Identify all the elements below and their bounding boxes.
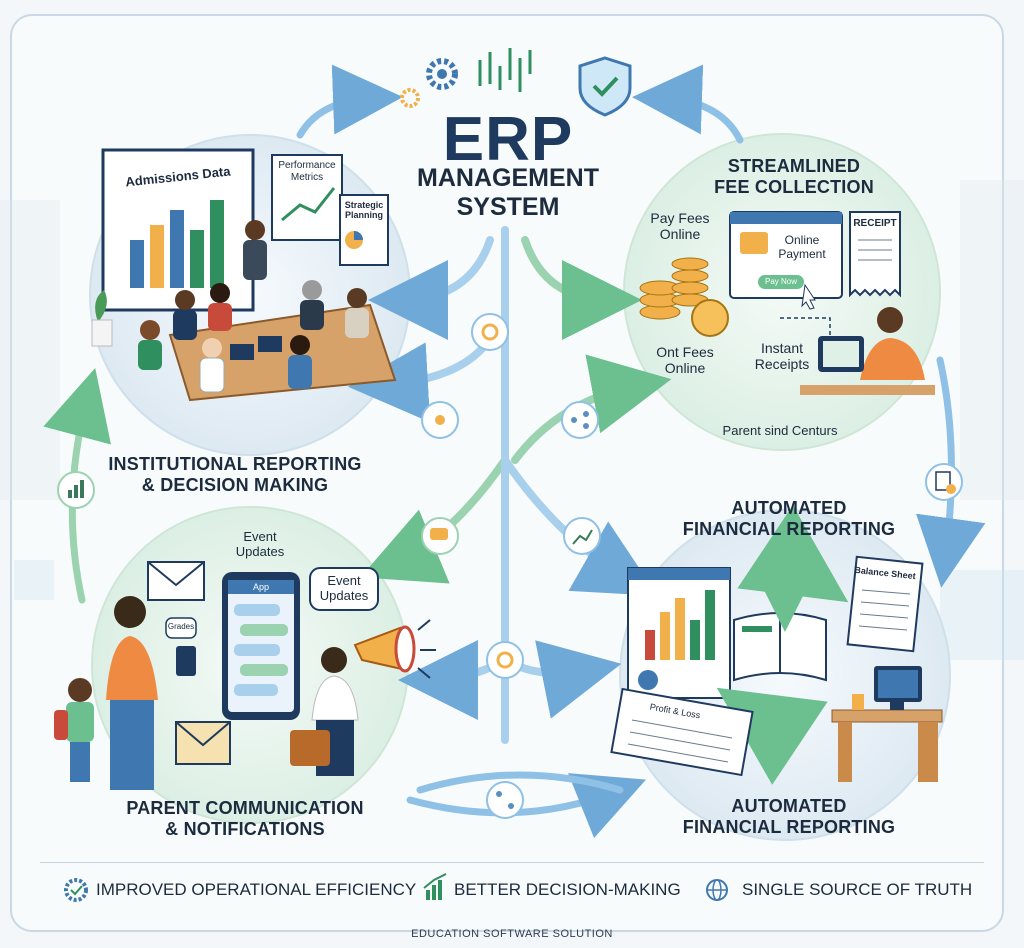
benefit-decision-making: BETTER DECISION-MAKING [454, 880, 681, 900]
erp-title: ERP [442, 105, 574, 174]
parent-centurs-label: Parent sind Centurs [722, 423, 838, 438]
flow-node-gear-bottom [486, 641, 524, 679]
fees-title: STREAMLINED FEE COLLECTION [694, 156, 894, 197]
financial-title-bottom: AUTOMATED FINANCIAL REPORTING [664, 796, 914, 837]
flow-node-receipt-right [925, 463, 963, 501]
financial-bottom-line2: FINANCIAL REPORTING [682, 816, 896, 837]
flow-node-chat [421, 517, 459, 555]
flow-node-barchart-left [57, 471, 95, 509]
ont-fees-line2: Online [664, 360, 706, 377]
instant-receipts-line2: Receipts [754, 356, 810, 373]
shield-check-icon [578, 56, 632, 117]
event-updates-bubble-label: Event Updates [312, 573, 376, 604]
reporting-scene [91, 148, 397, 402]
financial-bottom-line1: AUTOMATED [731, 796, 847, 816]
ont-fees-line1: Ont Fees [656, 344, 714, 360]
fees-title-line2: FEE COLLECTION [714, 176, 874, 197]
event-bubble-line2: Updates [319, 587, 369, 603]
benefit-single-source: SINGLE SOURCE OF TRUTH [742, 880, 972, 900]
benefit-efficiency-label: IMPROVED OPERATIONAL EFFICIENCY [96, 880, 417, 899]
background-office [0, 180, 1024, 660]
app-label: App [252, 582, 269, 592]
flow-node-hierarchy [486, 781, 524, 819]
strategic-label-line1: Strategic [344, 200, 384, 210]
communication-title-line1: PARENT COMMUNICATION [126, 798, 364, 818]
benefit-single-source-label: SINGLE SOURCE OF TRUTH [742, 880, 973, 899]
event-updates-top-label: Event Updates [224, 529, 296, 560]
reporting-title: INSTITUTIONAL REPORTING & DECISION MAKIN… [90, 454, 380, 495]
erp-subtitle: MANAGEMENT SYSTEM [388, 164, 628, 222]
online-payment-line1: Online [784, 233, 820, 247]
financial-scene [610, 505, 943, 785]
globe-icon [706, 879, 728, 901]
communication-title-line2: & NOTIFICATIONS [165, 818, 325, 839]
benefit-efficiency: IMPROVED OPERATIONAL EFFICIENCY [96, 880, 416, 900]
gear-check-icon [64, 878, 88, 902]
pay-fees-line1: Pay Fees [650, 210, 710, 226]
online-payment-label: Online Payment [770, 233, 834, 262]
gear-icon [426, 58, 458, 90]
benefits-bar [40, 862, 984, 919]
fees-scene [639, 211, 935, 395]
pay-now-label[interactable]: Pay Now [764, 277, 797, 286]
grades-label: Grades [167, 622, 195, 631]
financial-title-top: AUTOMATED FINANCIAL REPORTING [664, 498, 914, 539]
flow-node-network [421, 401, 459, 439]
communication-title: PARENT COMMUNICATION & NOTIFICATIONS [100, 798, 390, 839]
financial-top-line2: FINANCIAL REPORTING [682, 518, 896, 539]
candlestick-chart-icon [478, 48, 532, 92]
fees-title-line1: STREAMLINED [727, 156, 861, 176]
ont-fees-online-label: Ont Fees Online [640, 344, 730, 376]
erp-subtitle-line2: SYSTEM [456, 192, 560, 221]
performance-metrics-label: Performance Metrics [272, 160, 342, 183]
bar-chart-icon [423, 873, 447, 900]
event-top-line2: Updates [235, 543, 285, 559]
instant-receipts-label: Instant Receipts [742, 340, 822, 372]
flow-node-chart [563, 517, 601, 555]
admissions-bar [130, 240, 144, 288]
receipt-label: RECEIPT [853, 218, 897, 229]
strategic-label-line2: Planning [345, 210, 383, 221]
pay-fees-line2: Online [659, 226, 701, 243]
pay-now-button [758, 275, 804, 289]
performance-label-line2: Metrics [290, 171, 324, 183]
event-top-line1: Event [243, 529, 277, 544]
performance-label-line1: Performance [278, 160, 336, 171]
strategic-planning-label: Strategic Planning [340, 200, 388, 221]
gear-small-icon [400, 88, 420, 108]
benefit-decision-label: BETTER DECISION-MAKING [454, 880, 681, 899]
flow-node-gear [471, 313, 509, 351]
financial-top-line1: AUTOMATED [731, 498, 847, 518]
pay-fees-online-label: Pay Fees Online [640, 210, 720, 242]
reporting-title-line2: & DECISION MAKING [141, 474, 329, 495]
reporting-title-line1: INSTITUTIONAL REPORTING [108, 454, 362, 474]
event-bubble-line1: Event [327, 573, 361, 588]
flow-node-share [561, 401, 599, 439]
online-payment-line2: Payment [778, 246, 826, 261]
footer-label: EDUCATION SOFTWARE SOLUTION [411, 928, 613, 940]
instant-receipts-line1: Instant [760, 340, 804, 356]
communication-scene [54, 561, 436, 790]
erp-subtitle-line1: MANAGEMENT [417, 164, 599, 192]
